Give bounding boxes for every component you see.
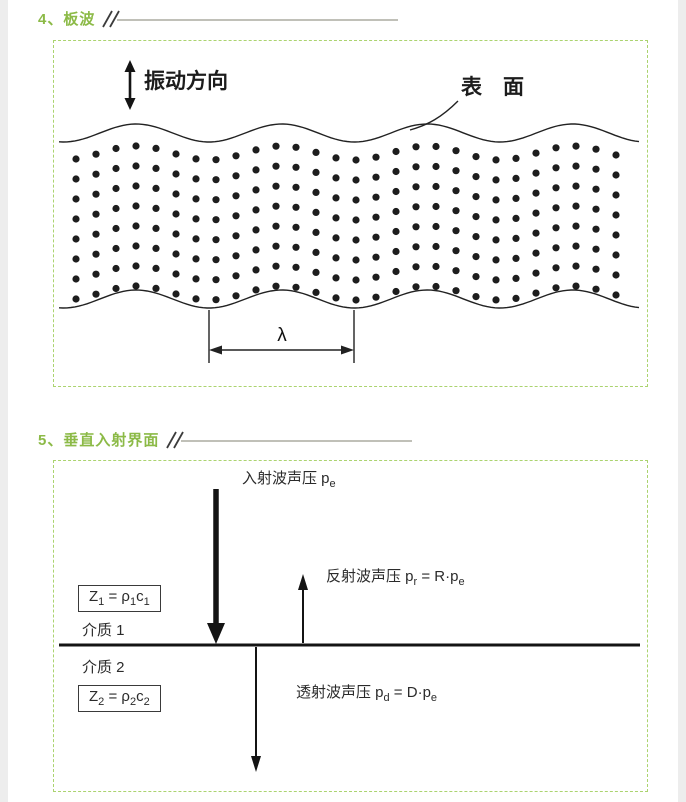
heading-slash-line-decoration — [166, 431, 413, 448]
particle-dot-lattice — [72, 142, 620, 304]
incident-wave-label-subscript: e — [329, 478, 336, 490]
impedance-z1-box: Z1 = ρ1c1 — [78, 585, 161, 613]
incident-wave-label-text: 入射波声压 p — [242, 470, 330, 487]
wavelength-symbol: λ — [277, 325, 287, 346]
slash-mark — [109, 10, 121, 27]
transmitted-wave-label: 透射波声压 pd = D·pe — [296, 684, 438, 704]
incident-wave-label: 入射波声压 pe — [242, 469, 336, 491]
section-heading-plate-wave-text: 4、板波 — [38, 11, 96, 28]
medium2-label: 介质 2 — [82, 659, 125, 676]
article-page: 4、板波 振动方向 表 面 λ 5、垂直入射界面 — [8, 0, 678, 802]
section-heading-normal-incidence: 5、垂直入射界面 — [38, 429, 416, 450]
medium1-label: 介质 1 — [82, 622, 125, 639]
normal-incidence-canvas — [59, 489, 640, 772]
plate-wave-canvas — [58, 60, 640, 363]
plate-wave-diagram: 振动方向 表 面 λ — [53, 40, 648, 387]
slash-mark — [173, 431, 185, 448]
normal-incidence-diagram: 入射波声压 pe 反射波声压 pr = R·pe Z1 = ρ1c1 介质 1 … — [53, 460, 648, 792]
vibration-direction-label: 振动方向 — [144, 70, 228, 93]
surface-label: 表 面 — [461, 76, 524, 99]
vibration-direction-arrow — [124, 60, 136, 110]
plate-surface-curves — [58, 123, 640, 309]
slash-mark — [102, 10, 114, 27]
heading-slash-line-decoration — [102, 10, 399, 27]
section-heading-normal-incidence-text: 5、垂直入射界面 — [38, 432, 160, 449]
reflected-wave-label: 反射波声压 pr = R·pe — [326, 568, 465, 588]
incident-wave-arrowhead — [207, 623, 225, 644]
slash-mark — [166, 431, 178, 448]
section-heading-plate-wave: 4、板波 — [38, 8, 402, 29]
impedance-z2-box: Z2 = ρ2c2 — [78, 685, 161, 713]
reflected-wave-arrowhead — [298, 574, 308, 590]
transmitted-wave-arrowhead — [251, 756, 261, 772]
surface-pointer-line — [409, 100, 459, 131]
wavelength-marker — [208, 310, 355, 363]
